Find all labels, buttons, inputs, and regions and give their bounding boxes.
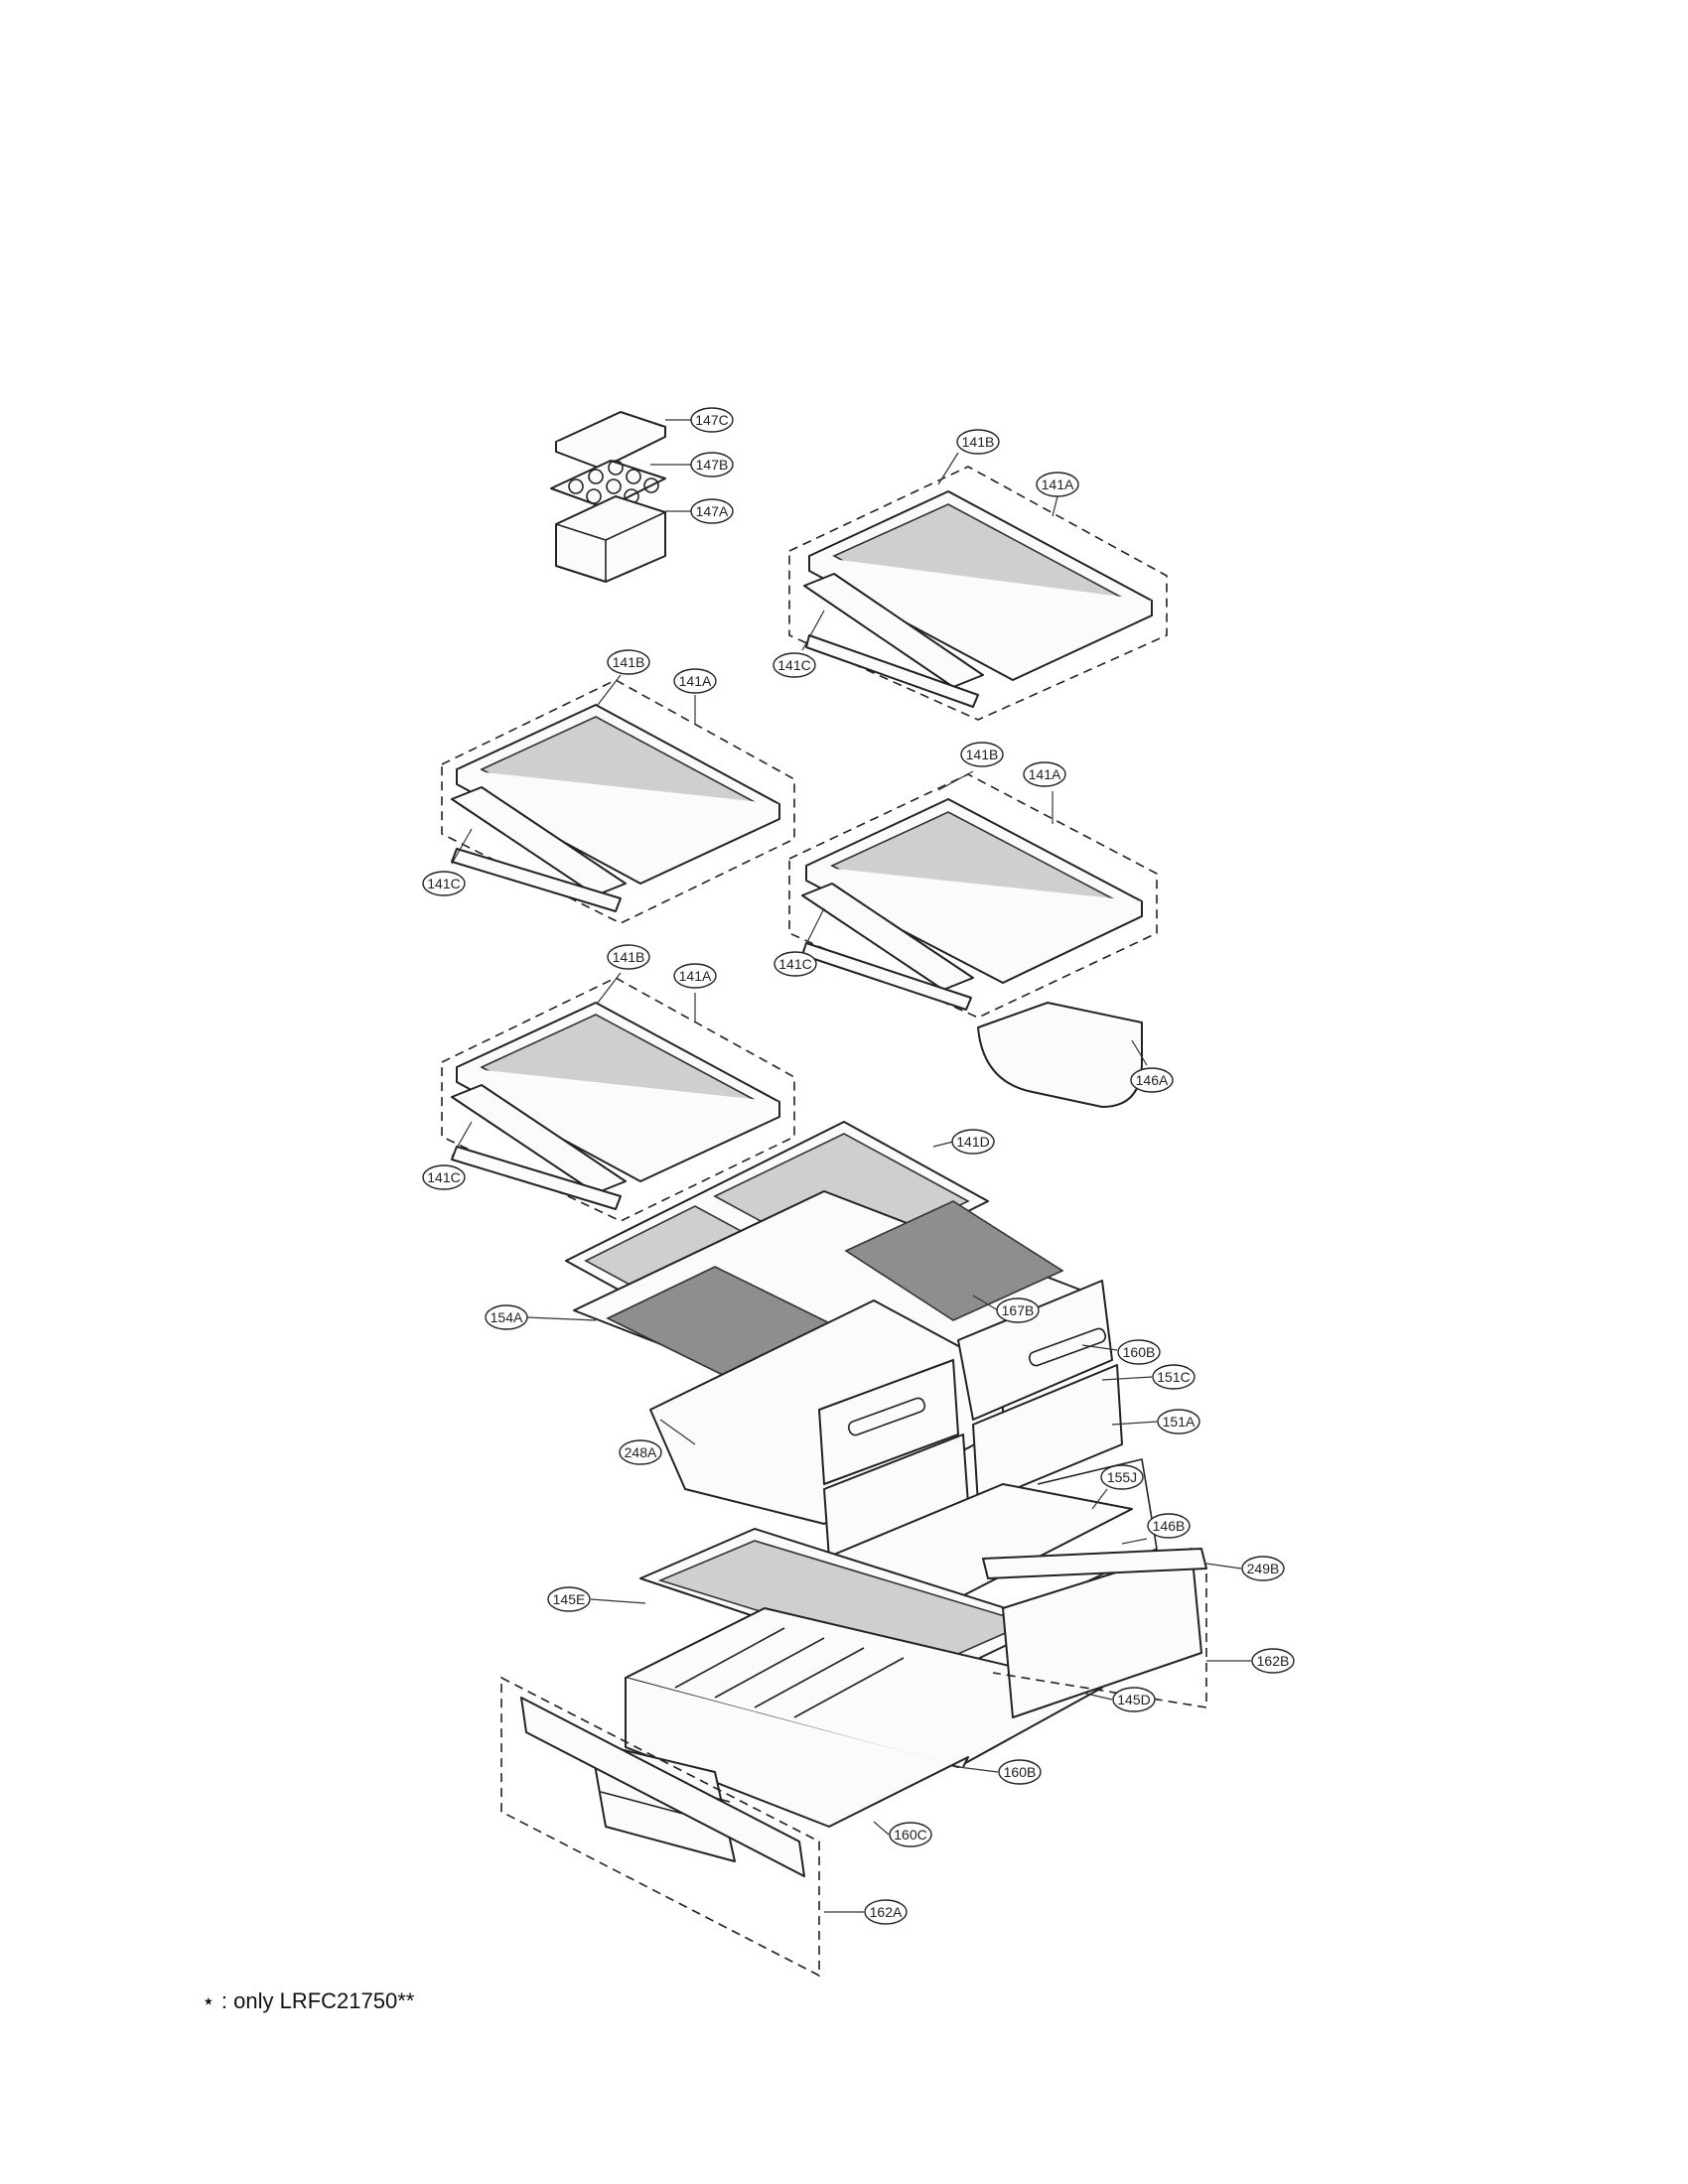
callout-141C-3: 141C: [774, 951, 817, 977]
shelf-assembly-1: [788, 466, 1168, 721]
svg-text:160B: 160B: [1004, 1764, 1037, 1780]
svg-text:141D: 141D: [956, 1134, 989, 1150]
callout-145E: 145E: [547, 1586, 591, 1612]
callout-141B-1: 141B: [956, 429, 1000, 455]
callout-160B-2: 160B: [998, 1759, 1042, 1785]
svg-text:141B: 141B: [613, 949, 645, 965]
svg-text:249B: 249B: [1247, 1561, 1280, 1576]
callout-141A-1: 141A: [1036, 472, 1079, 497]
shelf-assembly-3: [788, 773, 1158, 1108]
svg-text:160B: 160B: [1123, 1344, 1156, 1360]
callout-162A: 162A: [864, 1899, 908, 1925]
svg-text:154A: 154A: [491, 1309, 523, 1325]
callout-162B: 162B: [1251, 1648, 1295, 1674]
svg-text:141C: 141C: [778, 956, 811, 972]
svg-text:141A: 141A: [679, 673, 712, 689]
callout-147B: 147B: [690, 452, 734, 478]
svg-text:167B: 167B: [1002, 1302, 1035, 1318]
callout-248A: 248A: [619, 1439, 662, 1465]
leader-lines: [451, 419, 1251, 1913]
callout-147C: 147C: [690, 407, 734, 433]
callout-160C: 160C: [889, 1822, 932, 1847]
callout-141B-4: 141B: [607, 944, 650, 970]
svg-text:147B: 147B: [696, 457, 729, 473]
callout-141A-3: 141A: [1023, 761, 1066, 787]
callout-141D: 141D: [951, 1129, 995, 1155]
callout-151A: 151A: [1157, 1409, 1200, 1434]
svg-text:147A: 147A: [696, 503, 729, 519]
pantry-assembly: [500, 1528, 1207, 1978]
callout-141C-2: 141C: [422, 871, 466, 896]
crisper-cover-assembly: [565, 1121, 1083, 1411]
callout-249B: 249B: [1241, 1556, 1285, 1581]
svg-text:162B: 162B: [1257, 1653, 1290, 1669]
svg-text:141A: 141A: [1029, 766, 1061, 782]
callout-141A-4: 141A: [673, 963, 717, 989]
callout-147A: 147A: [690, 498, 734, 524]
svg-text:248A: 248A: [625, 1444, 657, 1460]
callout-167B: 167B: [996, 1297, 1040, 1323]
shelf-assembly-2: [441, 679, 795, 924]
callout-141C-1: 141C: [773, 652, 816, 678]
egg-tray-assembly: [550, 411, 666, 583]
svg-text:162A: 162A: [870, 1904, 903, 1920]
svg-text:141A: 141A: [1042, 477, 1074, 492]
callout-154A: 154A: [485, 1304, 528, 1330]
svg-text:146B: 146B: [1153, 1518, 1186, 1534]
callout-160B-1: 160B: [1117, 1339, 1161, 1365]
svg-text:151A: 151A: [1163, 1414, 1196, 1430]
callout-141C-4: 141C: [422, 1164, 466, 1190]
svg-text:141A: 141A: [679, 968, 712, 984]
callout-141B-3: 141B: [960, 742, 1004, 767]
svg-text:145D: 145D: [1117, 1692, 1150, 1707]
callout-151C: 151C: [1152, 1364, 1196, 1390]
svg-text:141C: 141C: [427, 1169, 460, 1185]
callout-146B: 146B: [1147, 1513, 1191, 1539]
callout-146A: 146A: [1130, 1067, 1174, 1093]
shelf-assembly-4: [441, 977, 795, 1222]
svg-text:160C: 160C: [894, 1827, 926, 1843]
svg-text:141B: 141B: [962, 434, 995, 450]
callout-141A-2: 141A: [673, 668, 717, 694]
svg-text:151C: 151C: [1157, 1369, 1190, 1385]
svg-text:155J: 155J: [1107, 1469, 1137, 1485]
svg-text:145E: 145E: [553, 1591, 586, 1607]
svg-text:141B: 141B: [966, 747, 999, 762]
model-footnote: ⋆ : only LRFC21750**: [202, 1988, 415, 2013]
svg-text:147C: 147C: [695, 412, 728, 428]
svg-text:141C: 141C: [777, 657, 810, 673]
callout-155J: 155J: [1100, 1464, 1144, 1490]
svg-text:141B: 141B: [613, 654, 645, 670]
svg-text:146A: 146A: [1136, 1072, 1169, 1088]
callout-141B-2: 141B: [607, 649, 650, 675]
svg-text:141C: 141C: [427, 876, 460, 891]
callout-145D: 145D: [1112, 1687, 1156, 1712]
